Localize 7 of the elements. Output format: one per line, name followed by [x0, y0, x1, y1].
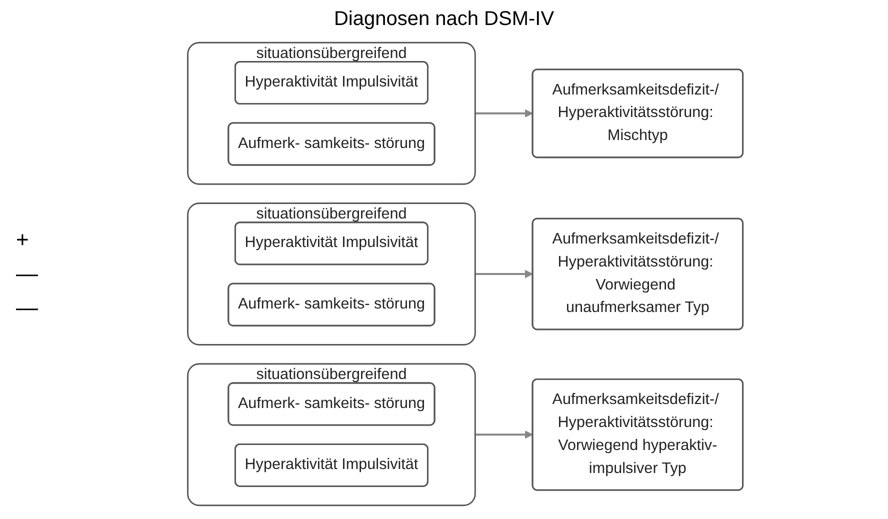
arrow	[474, 430, 533, 439]
operator-sign: —	[16, 261, 38, 287]
arrow	[474, 109, 533, 118]
operator-sign: +	[16, 227, 30, 253]
diagram-title: Diagnosen nach DSM-IV	[334, 8, 554, 31]
arrow	[474, 270, 533, 278]
operator-sign: —	[16, 295, 38, 321]
